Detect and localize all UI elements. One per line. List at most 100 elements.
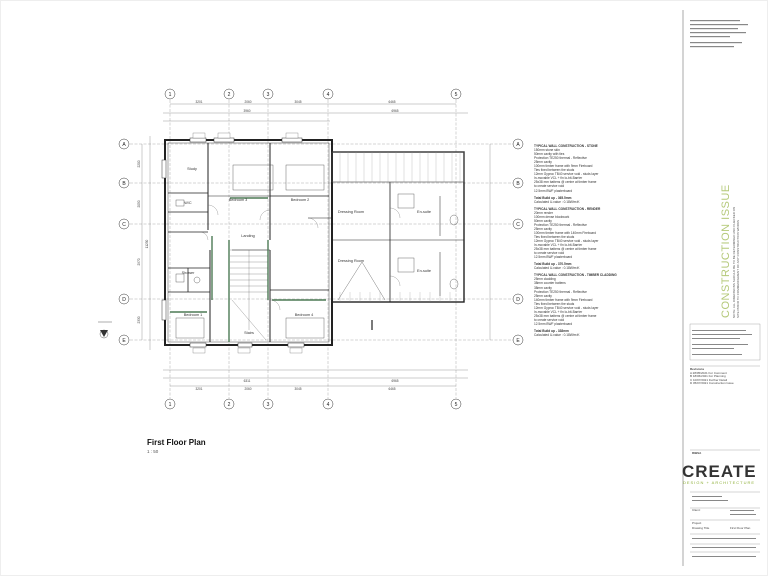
- grid-label-left-c: C: [122, 222, 126, 228]
- render-note-line: Ties fixed between the studs: [534, 234, 575, 239]
- window-tags: [192, 132, 303, 354]
- room-label-study: Study: [187, 167, 197, 171]
- stone-note-line: 100mm timber frame with 9mm Fireboard: [534, 164, 593, 169]
- revisions-heading: Revisions: [690, 367, 705, 371]
- dimension-lines: [141, 103, 491, 387]
- titleblock-lines: [689, 323, 761, 553]
- project-label: Project: [692, 521, 702, 525]
- timber-note-line: 38mm counter battens: [534, 281, 566, 286]
- client-label: Client:: [692, 508, 701, 512]
- dim-top2-2: 6965: [391, 109, 398, 113]
- timber-note-line: 12.5mm BWF plasterboard: [534, 321, 573, 326]
- wall-construction-notes: TYPICAL WALL CONSTRUCTION - STONE 150mm …: [534, 141, 654, 337]
- grid-label-bottom-3: 3: [267, 402, 270, 408]
- revision-row: C 10/07/2021 Further Detail: [690, 377, 728, 382]
- dim-bottom2-2: 6965: [391, 379, 398, 383]
- grid-label-bottom-2: 2: [228, 402, 231, 408]
- render-note-line: 12.5mm BWF plasterboard: [534, 255, 573, 260]
- timber-note-line: Protection TE250 thermal - Reflective: [534, 289, 587, 294]
- door-swings: [199, 204, 401, 311]
- stair-treads: [230, 249, 268, 341]
- timber-note-total: Total Build up - 338mm: [534, 328, 569, 333]
- construction-issue-stamp: CONSTRUCTION ISSUE: [720, 184, 732, 318]
- render-note-uvalue: Calculated U-value : 0.18W/m²K: [534, 266, 580, 271]
- room-label-dressing1: Dressing Room: [338, 210, 364, 214]
- grid-label-right-a: A: [516, 142, 520, 148]
- dim-bottom-4: 6465: [388, 387, 395, 391]
- grid-label-top-2: 2: [228, 92, 231, 98]
- render-note-title: TYPICAL WALL CONSTRUCTION - RENDER: [534, 206, 601, 211]
- render-note-line: 25mm cavity: [534, 226, 552, 231]
- timber-note-line: 140mm timber frame with 9mm Fireboard: [534, 297, 593, 302]
- grid-label-right-c: C: [516, 222, 520, 228]
- stone-note-line: to create service void: [534, 184, 565, 189]
- revisions-table: Revisions A 28/05/2021 For Comment B 18/…: [690, 367, 734, 386]
- stair-void-walls: [170, 197, 326, 342]
- room-label-landing: Landing: [241, 234, 255, 238]
- timber-note-line: 12mm Gyproc TB40 service void - studs la…: [534, 305, 599, 310]
- dim-bottom2-1: 6311: [244, 379, 251, 383]
- dim-left-2: 2050: [137, 200, 141, 207]
- drawing-title-label: Drawing Title: [692, 526, 710, 530]
- grid-label-right-b: B: [516, 181, 520, 187]
- stone-note-line: 150mm stone skin: [534, 148, 560, 153]
- grid-label-top-3: 3: [267, 92, 270, 98]
- timber-note-line: In-movable VCL + fin lo-bit-Barrier: [534, 309, 583, 314]
- render-note-line: In-movable VCL + fin lo-bit-Barrier: [534, 243, 583, 248]
- grid-label-bottom-1: 1: [169, 402, 172, 408]
- room-label-ensuite2: En-suite: [417, 269, 431, 273]
- stone-note-line: 25x38 mm battens @ centre at timber fram…: [534, 180, 597, 185]
- render-note-total: Total Build up - 370.5mm: [534, 262, 572, 267]
- dim-top2-1: 3960: [243, 109, 250, 113]
- room-label-shower: Shower: [182, 271, 196, 275]
- revision-row: B 18/06/2021 For Planning: [690, 374, 726, 379]
- render-note-line: Protection TE250 thermal - Reflective: [534, 222, 587, 227]
- grid-label-left-b: B: [122, 181, 126, 187]
- dim-left-1: 2200: [137, 160, 141, 167]
- grid-label-bottom-4: 4: [327, 402, 330, 408]
- dim-top-3: 3045: [294, 100, 301, 104]
- roof-hatch: [331, 151, 465, 302]
- render-note-line: 20mm render: [534, 210, 553, 215]
- grid-label-top-1: 1: [169, 92, 172, 98]
- construction-note-line-2: SITE PRIOR TO COMMENCEMENT OF ANY CONSTR…: [735, 220, 740, 318]
- grid-lines: [130, 100, 518, 398]
- timber-note-uvalue: Calculated U-value : 0.18W/m²K: [534, 333, 580, 338]
- stone-note-line: 12.5mm BWF plasterboard: [534, 188, 573, 193]
- room-label-bedroom2: Bedroom 2: [291, 198, 310, 202]
- room-label-stairs: Stairs: [244, 331, 254, 335]
- stone-note-line: 12mm Gyproc TB40 service void - studs la…: [534, 172, 599, 177]
- dim-left-4: 2330: [137, 316, 141, 323]
- render-note-line: to create service void: [534, 251, 565, 256]
- titleblock-text-lines: [690, 20, 756, 557]
- render-note-line: 100mm timber frame with 140mm Fireboard: [534, 230, 596, 235]
- render-note-line: 25x38 mm battens @ centre at timber fram…: [534, 247, 597, 252]
- stone-note-uvalue: Calculated U-value : 0.18W/m²K: [534, 199, 580, 204]
- grid-label-right-d: D: [516, 297, 520, 303]
- titleblock-drawing-title: First Floor Plan: [730, 526, 751, 530]
- room-label-wc: W/C: [184, 201, 192, 205]
- ribsa-logo: RIBSA: [692, 451, 702, 455]
- timber-note-title: TYPICAL WALL CONSTRUCTION - TIMBER CLADD…: [534, 273, 617, 278]
- dim-bottom-3: 3045: [294, 387, 301, 391]
- timber-note-line: 25mm cavity: [534, 293, 552, 298]
- stone-note-line: In-movable VCL + fin lo-bit-Barrier: [534, 176, 583, 181]
- grid-label-left-a: A: [122, 142, 126, 148]
- dim-top-4: 6465: [388, 100, 395, 104]
- stone-note-total: Total Build up - 365.5mm: [534, 195, 572, 200]
- stone-note-line: Protection TE250 thermal - Reflective: [534, 156, 587, 161]
- room-label-ensuite1: En-suite: [417, 210, 431, 214]
- room-label-bedroom3: Bedroom 3: [229, 198, 248, 202]
- building-walls: [164, 139, 465, 346]
- render-note-line: 50mm cavity: [534, 218, 552, 223]
- create-tagline: DESIGN + ARCHITECTURE: [683, 480, 756, 485]
- render-note-line: 12mm Gyproc TB40 service void - studs la…: [534, 239, 599, 244]
- grid-label-left-d: D: [122, 297, 126, 303]
- roof-gable: [337, 261, 386, 301]
- timber-note-line: Ties fixed between the studs: [534, 301, 575, 306]
- sanitary-fittings: [175, 164, 459, 339]
- stone-note-line: Ties fixed between the studs: [534, 168, 575, 173]
- dim-left-total: 11230: [145, 239, 149, 248]
